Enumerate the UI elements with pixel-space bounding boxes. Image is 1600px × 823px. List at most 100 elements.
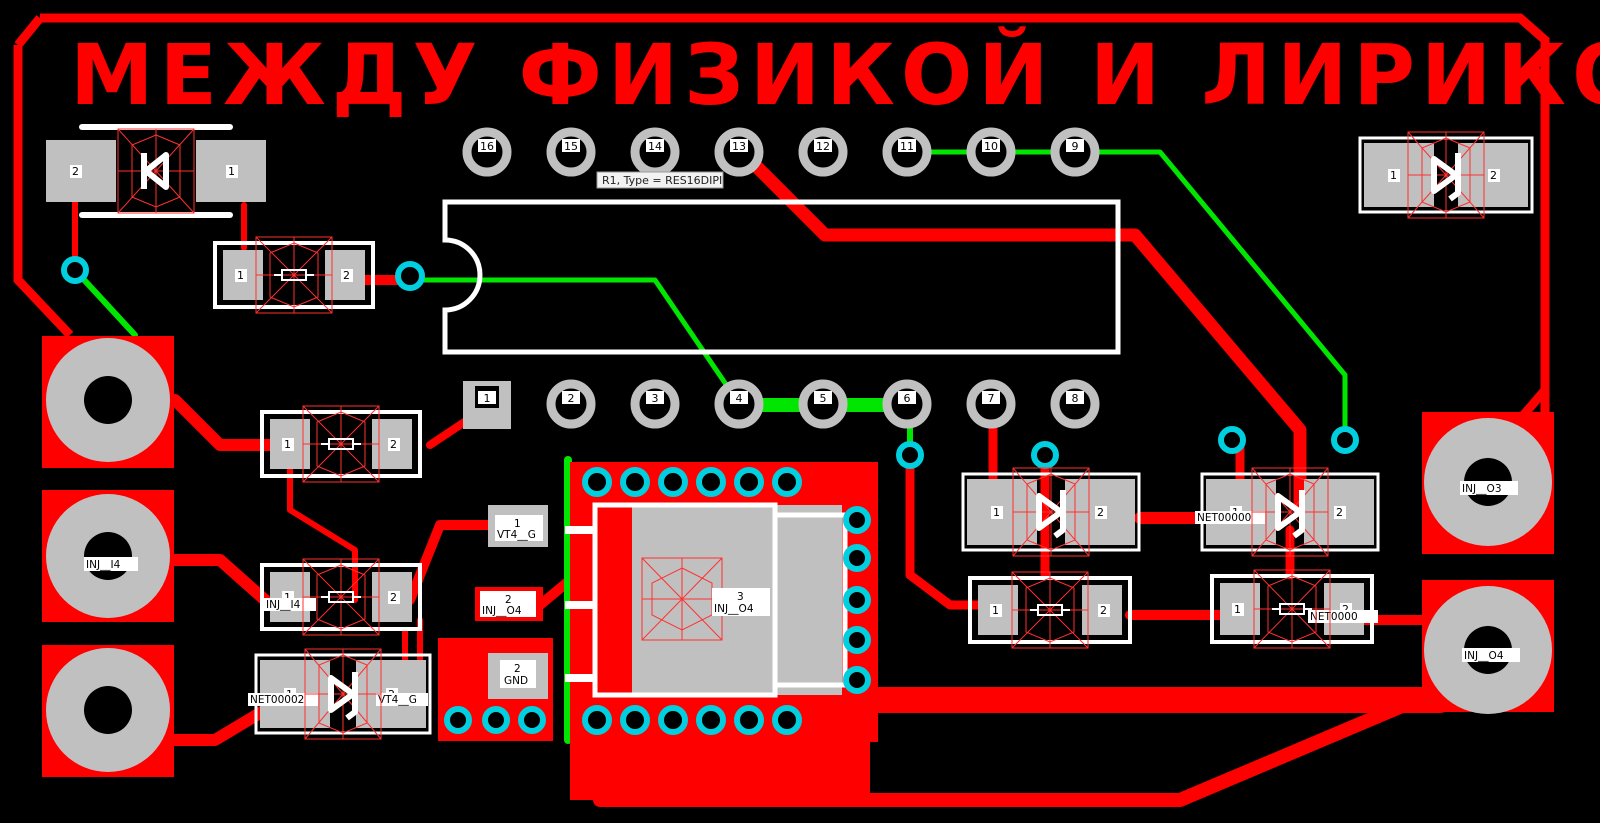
- courtyard: [304, 648, 382, 740]
- dip-pin-1[interactable]: 1: [463, 381, 511, 429]
- header-pin[interactable]: [444, 706, 472, 734]
- trace-d3-down-left: [169, 704, 271, 746]
- net-label-inj-i4: INJ__I4: [86, 559, 121, 571]
- dip-pin-12[interactable]: 12: [798, 127, 848, 177]
- pin-number: 9: [1072, 140, 1079, 153]
- via[interactable]: [1031, 441, 1059, 469]
- module-pin[interactable]: [843, 586, 871, 614]
- module-pin[interactable]: [696, 705, 726, 735]
- dip-pin-2[interactable]: 2: [546, 379, 596, 429]
- module-pin[interactable]: [658, 705, 688, 735]
- pin-label-bg: [730, 139, 748, 152]
- module-pin[interactable]: [772, 705, 802, 735]
- connector-left-3[interactable]: [42, 645, 174, 777]
- vt4-g-pad[interactable]: 1 VT4__G: [488, 505, 548, 547]
- dip-pin-7[interactable]: 7: [966, 379, 1016, 429]
- pad-label-bg: [1388, 169, 1400, 182]
- dip-pin-3[interactable]: 3: [630, 379, 680, 429]
- connector-left-1[interactable]: [42, 336, 174, 468]
- courtyard: [1011, 571, 1089, 649]
- module-pin[interactable]: [772, 467, 802, 497]
- module-pin[interactable]: [620, 705, 650, 735]
- diode-right[interactable]: 1NET000002: [1195, 467, 1380, 557]
- via[interactable]: [395, 261, 425, 291]
- pad-label-bg: [991, 506, 1003, 519]
- inj-o4-pad[interactable]: 2 INJ__O4: [475, 587, 543, 621]
- pad-number: 1: [993, 506, 1000, 519]
- transistor-module[interactable]: 3 INJ__O4: [565, 462, 878, 800]
- connector-right-1[interactable]: INJ__O3: [1422, 412, 1554, 554]
- module-pin[interactable]: [734, 467, 764, 497]
- header-pin[interactable]: [482, 706, 510, 734]
- diode-icon: [1275, 490, 1305, 539]
- pad-label-bg: [341, 269, 353, 282]
- pad-label-bg: [388, 438, 400, 451]
- module-pin[interactable]: [843, 626, 871, 654]
- via[interactable]: [61, 256, 89, 284]
- pin-label-bg: [562, 139, 580, 152]
- net-tag-bg: [495, 515, 543, 541]
- pad-label-bg: [1095, 506, 1107, 519]
- dip-pin-5[interactable]: 5: [798, 379, 848, 429]
- pin-number: 2: [568, 392, 575, 405]
- dip-pin-4[interactable]: 4: [714, 379, 764, 429]
- dip-pin-16[interactable]: 16: [462, 127, 512, 177]
- connector-right-2[interactable]: INJ__O4: [1422, 580, 1554, 714]
- gnd-block[interactable]: 2 GND: [438, 638, 553, 741]
- pin-label-bg: [982, 391, 1000, 404]
- connector-left-2[interactable]: INJ__I4: [42, 490, 174, 622]
- diode-icon: [1431, 153, 1461, 202]
- dip-pin-10[interactable]: 10: [966, 127, 1016, 177]
- dip-pin-13[interactable]: 13: [714, 127, 764, 177]
- pad-label-bg: [1488, 169, 1500, 182]
- dip-pin-8[interactable]: 8: [1050, 379, 1100, 429]
- module-pin[interactable]: [582, 467, 612, 497]
- module-pin[interactable]: [843, 506, 871, 534]
- pad-number: 1: [237, 269, 244, 282]
- via[interactable]: [1218, 426, 1246, 454]
- module-pin[interactable]: [582, 705, 612, 735]
- pin-label-bg: [898, 391, 916, 404]
- pad-number: 2: [1342, 603, 1349, 616]
- module-pin[interactable]: [620, 467, 650, 497]
- module-pin[interactable]: [734, 705, 764, 735]
- courtyard: [1253, 569, 1331, 649]
- module-pin[interactable]: [696, 467, 726, 497]
- pin-label-bg: [646, 391, 664, 404]
- courtyard: [302, 405, 380, 483]
- dip-pin-11[interactable]: 11: [882, 127, 932, 177]
- net-tag-bg: [1195, 511, 1265, 524]
- pad-label-bg: [1098, 604, 1110, 617]
- gnd-number: 2: [514, 663, 521, 675]
- trace-via-center-to-pin4: [407, 277, 743, 408]
- module-pin[interactable]: [843, 544, 871, 572]
- dip-pin-14[interactable]: 14: [630, 127, 680, 177]
- pad-number: 2: [1490, 169, 1497, 182]
- header-pin[interactable]: [518, 706, 546, 734]
- dip-pin-6[interactable]: 6: [882, 379, 932, 429]
- dip-pin-15[interactable]: 15: [546, 127, 596, 177]
- pin-label-bg: [478, 139, 496, 152]
- dip-pin-9[interactable]: 9: [1050, 127, 1100, 177]
- courtyard: [255, 236, 333, 314]
- pad-net-label: INJ__I4: [266, 599, 301, 611]
- pin-number: 6: [904, 392, 911, 405]
- module-pin[interactable]: [843, 666, 871, 694]
- pin-label-bg: [646, 139, 664, 152]
- pad-number: 1: [284, 591, 291, 604]
- pin-number: 8: [1072, 392, 1079, 405]
- via[interactable]: [896, 441, 924, 469]
- pin-number: 1: [484, 392, 491, 405]
- module-pin[interactable]: [658, 467, 688, 497]
- via[interactable]: [1331, 426, 1359, 454]
- diode-left-bottom[interactable]: 1NET000022VT4__G: [248, 648, 432, 740]
